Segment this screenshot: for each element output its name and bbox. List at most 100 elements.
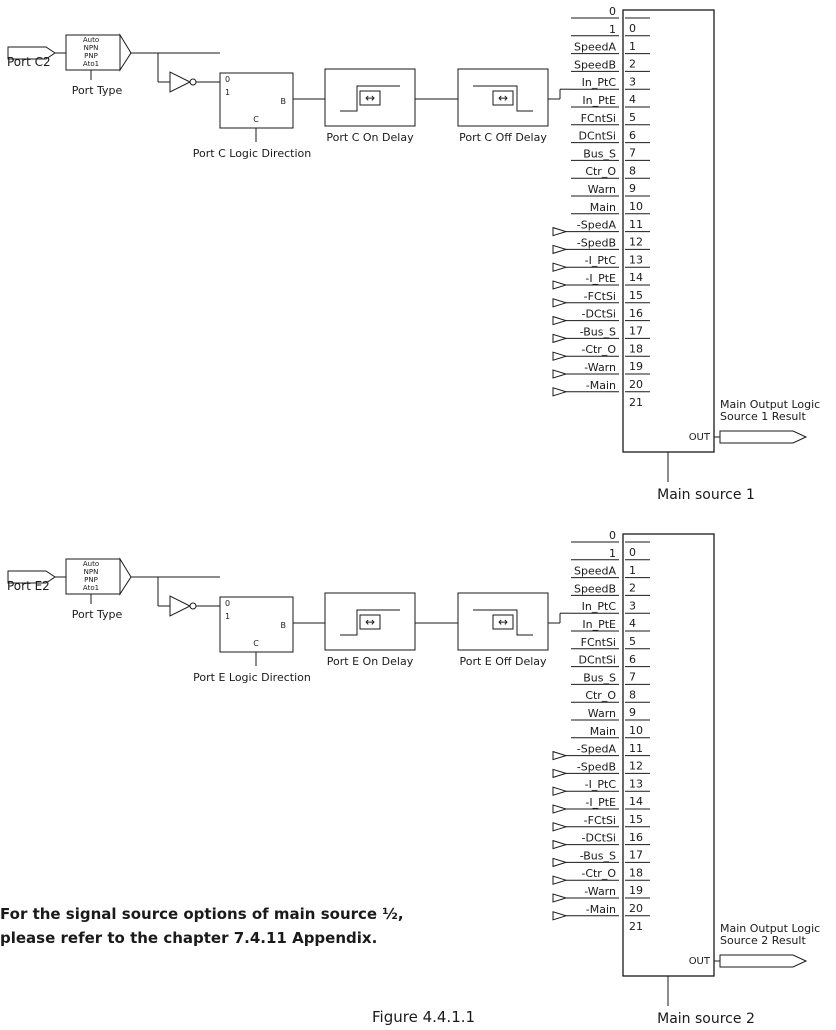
port-type-box: [65, 34, 121, 71]
logic-input-1: 1: [225, 612, 230, 621]
inverted-input-icon: [552, 369, 568, 379]
port-type-option: NPN: [84, 568, 99, 576]
source-input-label: -FCtSi: [584, 814, 616, 827]
port-type-option: PNP: [84, 52, 98, 60]
source-input-index: 1: [629, 564, 636, 577]
logic-control-label: C: [253, 115, 259, 124]
inverter-triangle: [169, 595, 192, 617]
source-input-index: 14: [629, 795, 643, 808]
inverter-bubble: [189, 78, 197, 86]
source-input-label: SpeedB: [574, 58, 616, 71]
port-input-arrow: [7, 570, 56, 584]
logic-direction-label: Port E Logic Direction: [193, 671, 311, 684]
inverted-input-icon: [552, 857, 568, 868]
source-input-label: DCntSi: [579, 654, 616, 667]
off-delay-marker: [492, 90, 514, 106]
source-input-index: 1: [629, 40, 636, 53]
source-input-index: 19: [629, 360, 643, 373]
source-input-index: 20: [629, 902, 643, 915]
inverted-input-icon: [552, 839, 568, 850]
port-type-option: Ato1: [83, 60, 99, 68]
logic-direction-box: [219, 72, 294, 129]
source-input-label: -Main: [586, 379, 616, 392]
port-type-label: Port Type: [72, 608, 123, 621]
inverted-input-icon: [552, 911, 568, 921]
inverted-input-icon: [552, 280, 568, 290]
delay-arrow-icon: ↔: [498, 91, 508, 105]
port-type-arrow: [119, 33, 132, 72]
on-delay-marker: [359, 614, 381, 630]
source-input-index: 9: [629, 706, 636, 719]
inverter-bubble: [189, 602, 197, 610]
source-input-index: 7: [629, 147, 636, 160]
source-input-index: 5: [629, 635, 636, 648]
source-input-index: 3: [629, 599, 636, 612]
source-input-index: 20: [629, 378, 643, 391]
source-input-label: -DCtSi: [582, 832, 616, 845]
source-input-label: In_PtE: [582, 618, 616, 631]
result-label-line1: Main Output Logic: [720, 398, 820, 411]
on-delay-marker: [359, 90, 381, 106]
source-input-index: 21: [629, 920, 643, 933]
main-source-name: Main source 2: [657, 1011, 755, 1027]
source-input-label: -SpedA: [577, 743, 617, 756]
source-input-index: 18: [629, 342, 643, 355]
source-input-index: 8: [629, 688, 636, 701]
source-input-label: 0: [609, 529, 616, 542]
source-input-label: Warn: [588, 183, 616, 196]
source-input-label: 0: [609, 5, 616, 18]
source-input-index: 6: [629, 653, 636, 666]
source-input-label: -I_PtC: [585, 778, 617, 791]
source-input-index: 12: [629, 760, 643, 773]
port-type-option: NPN: [84, 44, 99, 52]
inverted-input-icon: [552, 786, 568, 796]
source-input-label: -Ctr_O: [581, 343, 616, 356]
logic-output-label: B: [281, 97, 287, 106]
source-input-label: -SpedA: [577, 219, 617, 232]
source-input-label: SpeedA: [574, 565, 616, 578]
result-label-line2: Source 2 Result: [720, 934, 806, 947]
source-input-label: -Warn: [584, 885, 616, 898]
source-input-label: -I_PtC: [585, 254, 617, 267]
source-input-index: 15: [629, 289, 643, 302]
source-input-label: -Bus_S: [580, 325, 616, 338]
source-input-label: FCntSi: [581, 636, 616, 649]
logic-direction-box: [219, 596, 294, 653]
source-input-label: Warn: [588, 707, 616, 720]
source-input-index: 15: [629, 813, 643, 826]
logic-direction-label: Port C Logic Direction: [193, 147, 311, 160]
appendix-note: For the signal source options of main so…: [0, 902, 404, 950]
port-type-label: Port Type: [72, 84, 123, 97]
source-input-index: 17: [629, 849, 643, 862]
output-arrow: [719, 954, 808, 968]
off-delay-marker: [492, 614, 514, 630]
inverter-triangle: [169, 71, 192, 93]
source-input-label: -SpedB: [577, 760, 616, 773]
inverted-input-icon: [552, 822, 568, 832]
on-delay-label: Port C On Delay: [326, 131, 414, 144]
source-input-index: 2: [629, 58, 636, 71]
source-input-index: 5: [629, 111, 636, 124]
source-input-label: 1: [609, 23, 616, 36]
source-input-index: 8: [629, 164, 636, 177]
port-type-option: PNP: [84, 576, 98, 584]
source-input-label: In_PtE: [582, 94, 616, 107]
source-input-label: SpeedB: [574, 582, 616, 595]
port-type-option: Ato1: [83, 584, 99, 592]
source-input-index: 4: [629, 93, 636, 106]
delay-arrow-icon: ↔: [365, 91, 375, 105]
on-delay-waveform: [340, 85, 400, 112]
output-arrow: [719, 430, 808, 444]
source-input-label: SpeedA: [574, 41, 616, 54]
inverted-input-icon: [552, 315, 568, 326]
inverted-input-icon: [552, 351, 568, 361]
port-type-box: [65, 558, 121, 595]
inverted-input-icon: [552, 804, 568, 814]
source-input-label: Ctr_O: [585, 165, 616, 178]
source-input-label: 1: [609, 547, 616, 560]
off-delay-label: Port E Off Delay: [459, 655, 547, 668]
source-input-index: 17: [629, 325, 643, 338]
port-type-option: Auto: [83, 36, 99, 44]
